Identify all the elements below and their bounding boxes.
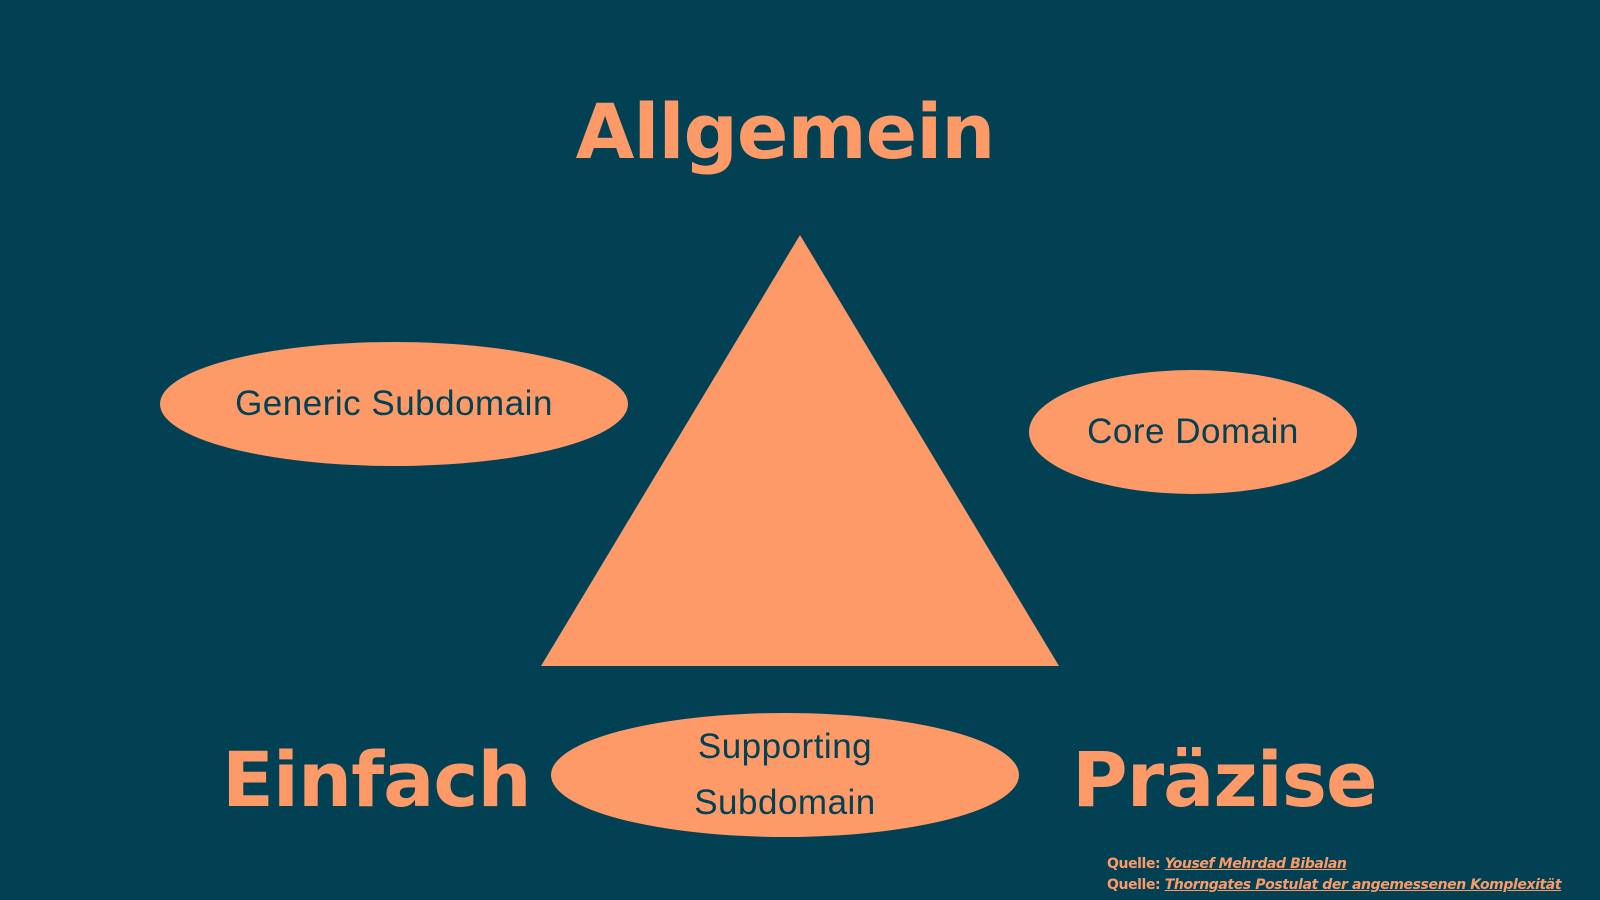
source-link-thorngate[interactable]: Thorngates Postulat der angemessenen Kom… — [1164, 877, 1562, 893]
source-line: Quelle: Thorngates Postulat der angemess… — [1107, 875, 1562, 896]
supporting-subdomain-ellipse: Supporting Subdomain — [551, 713, 1019, 837]
source-prefix: Quelle: — [1107, 856, 1161, 872]
source-link-bibalan[interactable]: Yousef Mehrdad Bibalan — [1164, 856, 1347, 872]
generic-subdomain-ellipse: Generic Subdomain — [160, 342, 628, 466]
triangle-shape — [541, 235, 1059, 666]
supporting-subdomain-label: Supporting Subdomain — [694, 719, 876, 831]
source-prefix: Quelle: — [1107, 877, 1161, 893]
supporting-label-line2: Subdomain — [694, 783, 876, 822]
corner-label-left: Einfach — [222, 735, 532, 824]
supporting-label-line1: Supporting — [697, 727, 873, 766]
generic-subdomain-label: Generic Subdomain — [235, 384, 553, 423]
sources-block: Quelle: Yousef Mehrdad Bibalan Quelle: T… — [1107, 854, 1562, 896]
core-domain-label: Core Domain — [1087, 412, 1299, 451]
corner-label-top: Allgemein — [575, 87, 996, 176]
corner-label-right: Präzise — [1072, 735, 1378, 824]
source-line: Quelle: Yousef Mehrdad Bibalan — [1107, 854, 1561, 875]
core-domain-ellipse: Core Domain — [1029, 370, 1357, 494]
